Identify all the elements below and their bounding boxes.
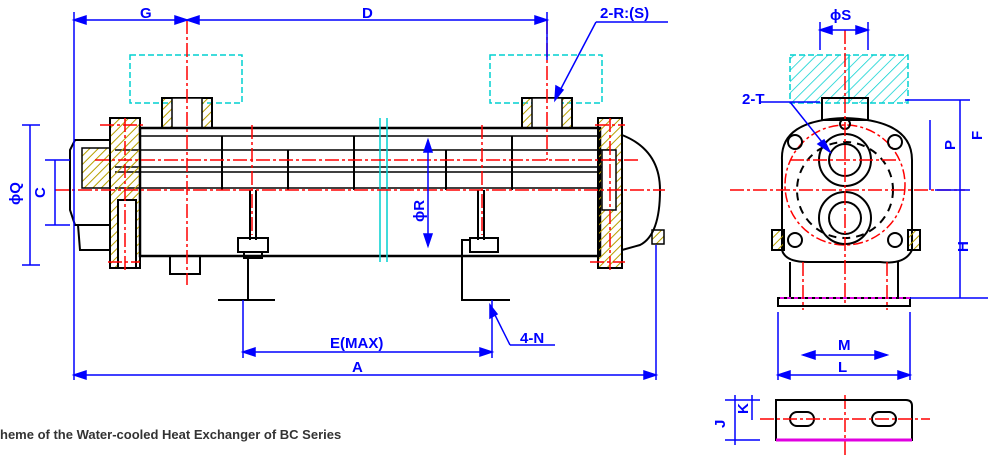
end-base — [777, 262, 911, 307]
dim-label-f: F — [969, 131, 986, 140]
centerlines-end — [730, 30, 965, 455]
left-end-cover — [69, 117, 141, 269]
support-foot-left — [218, 190, 275, 301]
dim-label-2-r-s: 2-R:(S) — [600, 5, 649, 22]
dim-label-4-n: 4-N — [520, 330, 544, 347]
sensor-box-right — [489, 54, 603, 104]
dim-label-d: D — [362, 5, 373, 22]
drain-plug — [169, 255, 201, 275]
dimension-lines-end — [725, 22, 988, 445]
support-foot-right — [461, 190, 510, 301]
dimension-lines-side — [22, 12, 668, 381]
dim-label-h: H — [955, 241, 972, 252]
tube-bundle — [115, 136, 610, 190]
dim-label-phi-r: ϕR — [411, 200, 428, 222]
dim-label-phi-s: ϕS — [830, 7, 851, 24]
right-end-cover — [597, 117, 665, 269]
shell — [138, 126, 602, 258]
centerlines — [55, 20, 665, 285]
sensor-box-left — [129, 54, 243, 104]
base-plate — [760, 399, 930, 442]
dim-label-a: A — [352, 359, 363, 376]
dim-label-m: M — [838, 337, 851, 354]
dim-label-j: J — [712, 420, 729, 428]
end-view: ϕS 2-T F P H M L J K — [712, 7, 988, 455]
dim-label-phi-q: ϕQ — [7, 182, 24, 205]
dim-label-e-max: E(MAX) — [330, 335, 383, 352]
dim-label-p: P — [942, 140, 959, 150]
figure-caption: heme of the Water-cooled Heat Exchanger … — [0, 427, 342, 442]
dim-label-2-t: 2-T — [742, 91, 765, 108]
side-view: G D 2-R:(S) A E(MAX) 4-N ϕQ C ϕR — [7, 5, 668, 381]
dim-label-l: L — [838, 359, 847, 376]
sensor-block — [789, 54, 909, 104]
dim-label-k: K — [735, 403, 752, 414]
dim-label-c: C — [32, 187, 49, 198]
dim-label-g: G — [140, 5, 152, 22]
